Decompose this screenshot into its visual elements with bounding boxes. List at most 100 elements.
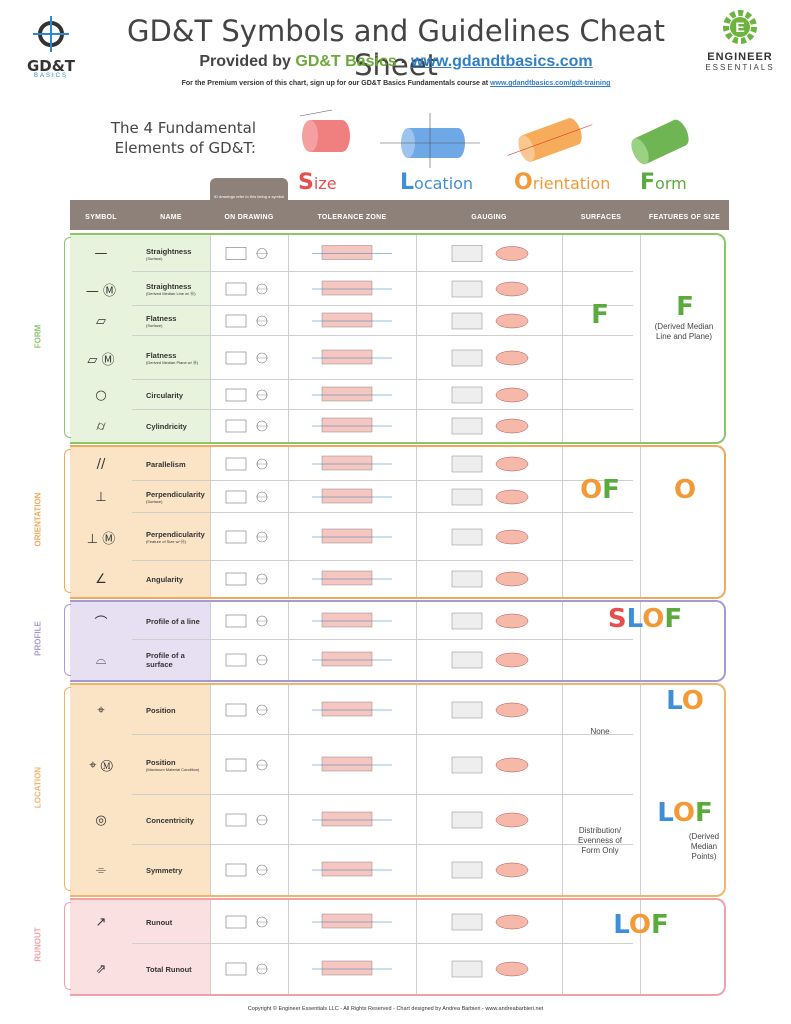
element-location-initial: L (400, 170, 415, 195)
table-row: ∠Angularity (70, 561, 633, 597)
table-row: ⌖Position (70, 685, 633, 735)
characteristic-name: Position (132, 685, 210, 735)
section-brace (64, 687, 71, 891)
characteristic-name: Flatness(Derived Median Plane w/ Ⓜ) (132, 336, 210, 380)
section-label: ORIENTATION (33, 492, 43, 547)
characteristic-subtitle: (Surface) (146, 255, 163, 261)
characteristic-subtitle: (Surface) (146, 499, 163, 504)
table-row: ⌒Profile of a line (70, 602, 633, 640)
runout-letters: LOF (613, 910, 669, 940)
fundamentals-title: The 4 Fundamental Elements of GD&T: (96, 118, 256, 158)
gdt-symbol-icon: — Ⓜ (85, 283, 117, 299)
drawing-illustration (225, 570, 529, 588)
orientation-surfaces-letters: OF (580, 475, 620, 505)
logo-right-text-2: ESSENTIALS (705, 63, 775, 72)
characteristic-title: Cylindricity (146, 421, 187, 431)
gear-logo-icon: E (723, 10, 757, 44)
characteristic-subtitle: (Derived Median Line w/ Ⓜ) (146, 290, 196, 296)
characteristic-title: Perpendicularity (146, 529, 205, 539)
characteristic-name: Flatness(Surface) (132, 306, 210, 336)
logo-left-text: GD&T (26, 57, 76, 75)
characteristic-name: Profile of a line (132, 602, 210, 640)
row-divider (132, 639, 633, 640)
drawing-illustration (225, 417, 529, 435)
element-form-rest: orm (655, 174, 687, 193)
column-divider (640, 235, 641, 442)
orientation-fos-letter: O (673, 475, 697, 505)
table-row: ⇗Total Runout (70, 944, 633, 994)
element-orientation: Orientation (514, 170, 610, 195)
element-location: Location (400, 170, 473, 195)
drawing-illustration (225, 913, 529, 931)
element-size-initial: S (298, 170, 314, 195)
gdt-symbol-icon: ⌭ (96, 418, 106, 434)
gdt-symbol-icon: — (94, 246, 108, 261)
row-divider (132, 305, 633, 306)
element-form: Form (640, 170, 687, 195)
drawing-illustration (225, 386, 529, 404)
form-fos-letter: F (676, 292, 694, 322)
drawing-illustration (225, 245, 529, 262)
section-fill (70, 602, 210, 680)
column-divider (562, 685, 563, 895)
drawing-illustration (225, 455, 529, 473)
characteristic-title: Flatness (146, 350, 177, 360)
characteristic-title: Profile of a line (146, 616, 200, 626)
column-divider (640, 602, 641, 680)
section-brace (64, 604, 71, 676)
characteristic-name: Profile of a surface (132, 640, 210, 680)
characteristic-title: Position (146, 758, 176, 767)
col-symbol: SYMBOL (85, 214, 117, 221)
row-divider (132, 512, 633, 513)
section-fill (70, 900, 210, 994)
characteristic-subtitle: (Surface) (146, 323, 163, 328)
premium-text: For the Premium version of this chart, s… (181, 80, 491, 87)
section-brace (64, 237, 71, 438)
column-divider (416, 235, 417, 442)
characteristic-title: Straightness (146, 246, 192, 256)
characteristic-title: Perpendicularity (146, 490, 205, 499)
column-divider (640, 900, 641, 994)
column-divider (416, 602, 417, 680)
table-row: ◎Concentricity (70, 795, 633, 845)
gdt-symbol-icon: ⊥ Ⓜ (86, 531, 116, 547)
website-link[interactable]: www.gdandtbasics.com (410, 53, 593, 70)
engineer-essentials-logo[interactable]: E ENGINEER ESSENTIALS (700, 8, 780, 74)
column-divider (210, 447, 211, 597)
form-cylinder-icon (631, 119, 689, 165)
premium-note: For the Premium version of this chart, s… (96, 80, 696, 87)
column-divider (288, 447, 289, 597)
table-row: //Parallelism (70, 447, 633, 481)
section-profile: ⌒Profile of a line ⌓Profile of a surface (70, 600, 726, 682)
section-fill (70, 685, 210, 895)
column-divider (288, 602, 289, 680)
page-title: GD&T Symbols and Guidelines Cheat Sheet (127, 14, 665, 82)
section-label: LOCATION (33, 766, 43, 809)
crosshair-logo-icon (33, 16, 69, 52)
drawing-illustration (225, 280, 529, 298)
premium-link[interactable]: www.gdandtbasics.com/gdt-training (490, 80, 611, 87)
copyright-footer: Copyright © Engineer Essentials LLC - Al… (247, 1006, 544, 1012)
drawing-illustration (225, 612, 529, 630)
drawing-illustration (225, 528, 529, 546)
section-runout: ↗Runout ⇗Total Runout (70, 898, 726, 996)
gdt-basics-logo[interactable]: GD&T BASICS (22, 14, 80, 79)
gdt-symbol-icon: ↗ (95, 914, 107, 930)
characteristic-subtitle: (Feature of Size w/ Ⓜ) (146, 538, 187, 544)
column-divider (210, 235, 211, 442)
section-label: RUNOUT (33, 927, 43, 962)
row-divider (132, 943, 633, 944)
column-header-bar (70, 200, 729, 230)
row-divider (132, 794, 633, 795)
column-divider (416, 447, 417, 597)
section-fill (70, 235, 210, 442)
characteristic-title: Angularity (146, 574, 184, 584)
table-row: ▱Flatness(Surface) (70, 306, 633, 336)
col-surfaces: SURFACES (580, 214, 622, 221)
column-divider (562, 602, 563, 680)
location-fos-letters: LO (666, 686, 704, 716)
characteristic-name: Straightness(Derived Median Line w/ Ⓜ) (132, 272, 210, 306)
characteristic-title: Flatness (146, 314, 177, 323)
